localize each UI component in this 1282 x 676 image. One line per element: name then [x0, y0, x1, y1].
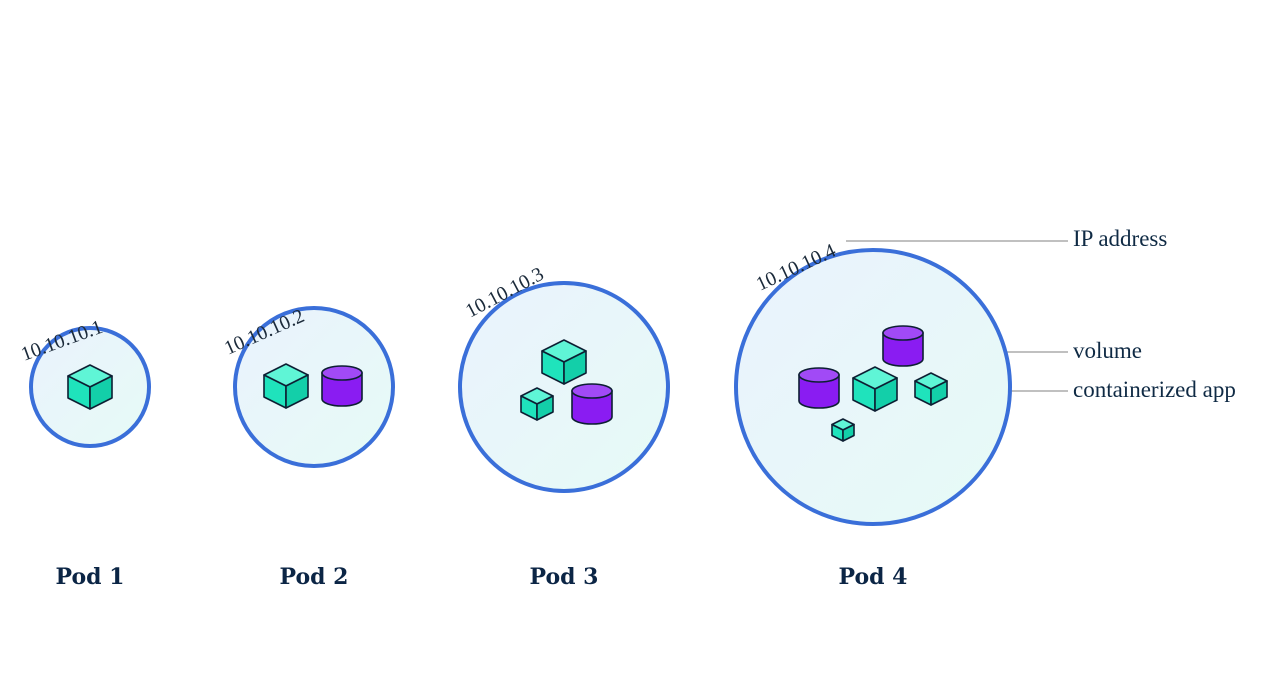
legend-volume: volume: [1073, 338, 1142, 363]
pod-2-circle: [233, 306, 395, 468]
legend-containerized-app: containerized app: [1073, 377, 1236, 402]
cube-right-face: [842, 423, 855, 442]
pod-3-cube-icon-top: [541, 339, 587, 385]
cylinder-body: [571, 390, 613, 425]
cylinder-body: [798, 374, 840, 409]
pod-4-cube-icon-right: [914, 372, 948, 406]
pod-4-cube-icon-center: [852, 366, 898, 412]
cylinder-body: [321, 372, 363, 407]
pod-4-cylinder-icon-top: [882, 325, 924, 367]
pod-4: 10.10.10.4 Pod 4: [734, 240, 1012, 590]
cylinder-top: [321, 365, 363, 381]
pod-3: 10.10.10.3 Pod 3: [458, 263, 670, 590]
pod-3-cylinder-icon: [571, 383, 613, 425]
pod-3-title: Pod 3: [530, 564, 599, 590]
cube-right-face: [874, 377, 898, 412]
cube-right-face: [285, 374, 309, 409]
pod-1-title: Pod 1: [56, 564, 125, 590]
pod-2-title: Pod 2: [280, 564, 349, 590]
pod-4-cube-icon-small: [831, 418, 855, 442]
legend: IP address volume containerized app: [1073, 226, 1236, 402]
pod-3-circle: [458, 281, 670, 493]
pod-4-cylinder-icon-left: [798, 367, 840, 409]
pod-1-cube-icon: [67, 364, 113, 410]
pod-2-cylinder-icon: [321, 365, 363, 407]
cube-right-face: [930, 380, 948, 406]
pod-1: 10.10.10.1 Pod 1: [18, 316, 151, 590]
cylinder-body: [882, 332, 924, 367]
pod-2: 10.10.10.2 Pod 2: [221, 305, 395, 590]
cylinder-top: [798, 367, 840, 383]
cube-right-face: [89, 375, 113, 410]
cylinder-top: [571, 383, 613, 399]
cylinder-top: [882, 325, 924, 341]
cube-right-face: [563, 350, 587, 385]
pod-3-cube-icon-small: [520, 387, 554, 421]
cube-right-face: [536, 395, 554, 421]
pod-2-cube-icon: [263, 363, 309, 409]
legend-ip-address: IP address: [1073, 226, 1167, 251]
pod-4-title: Pod 4: [839, 564, 908, 590]
